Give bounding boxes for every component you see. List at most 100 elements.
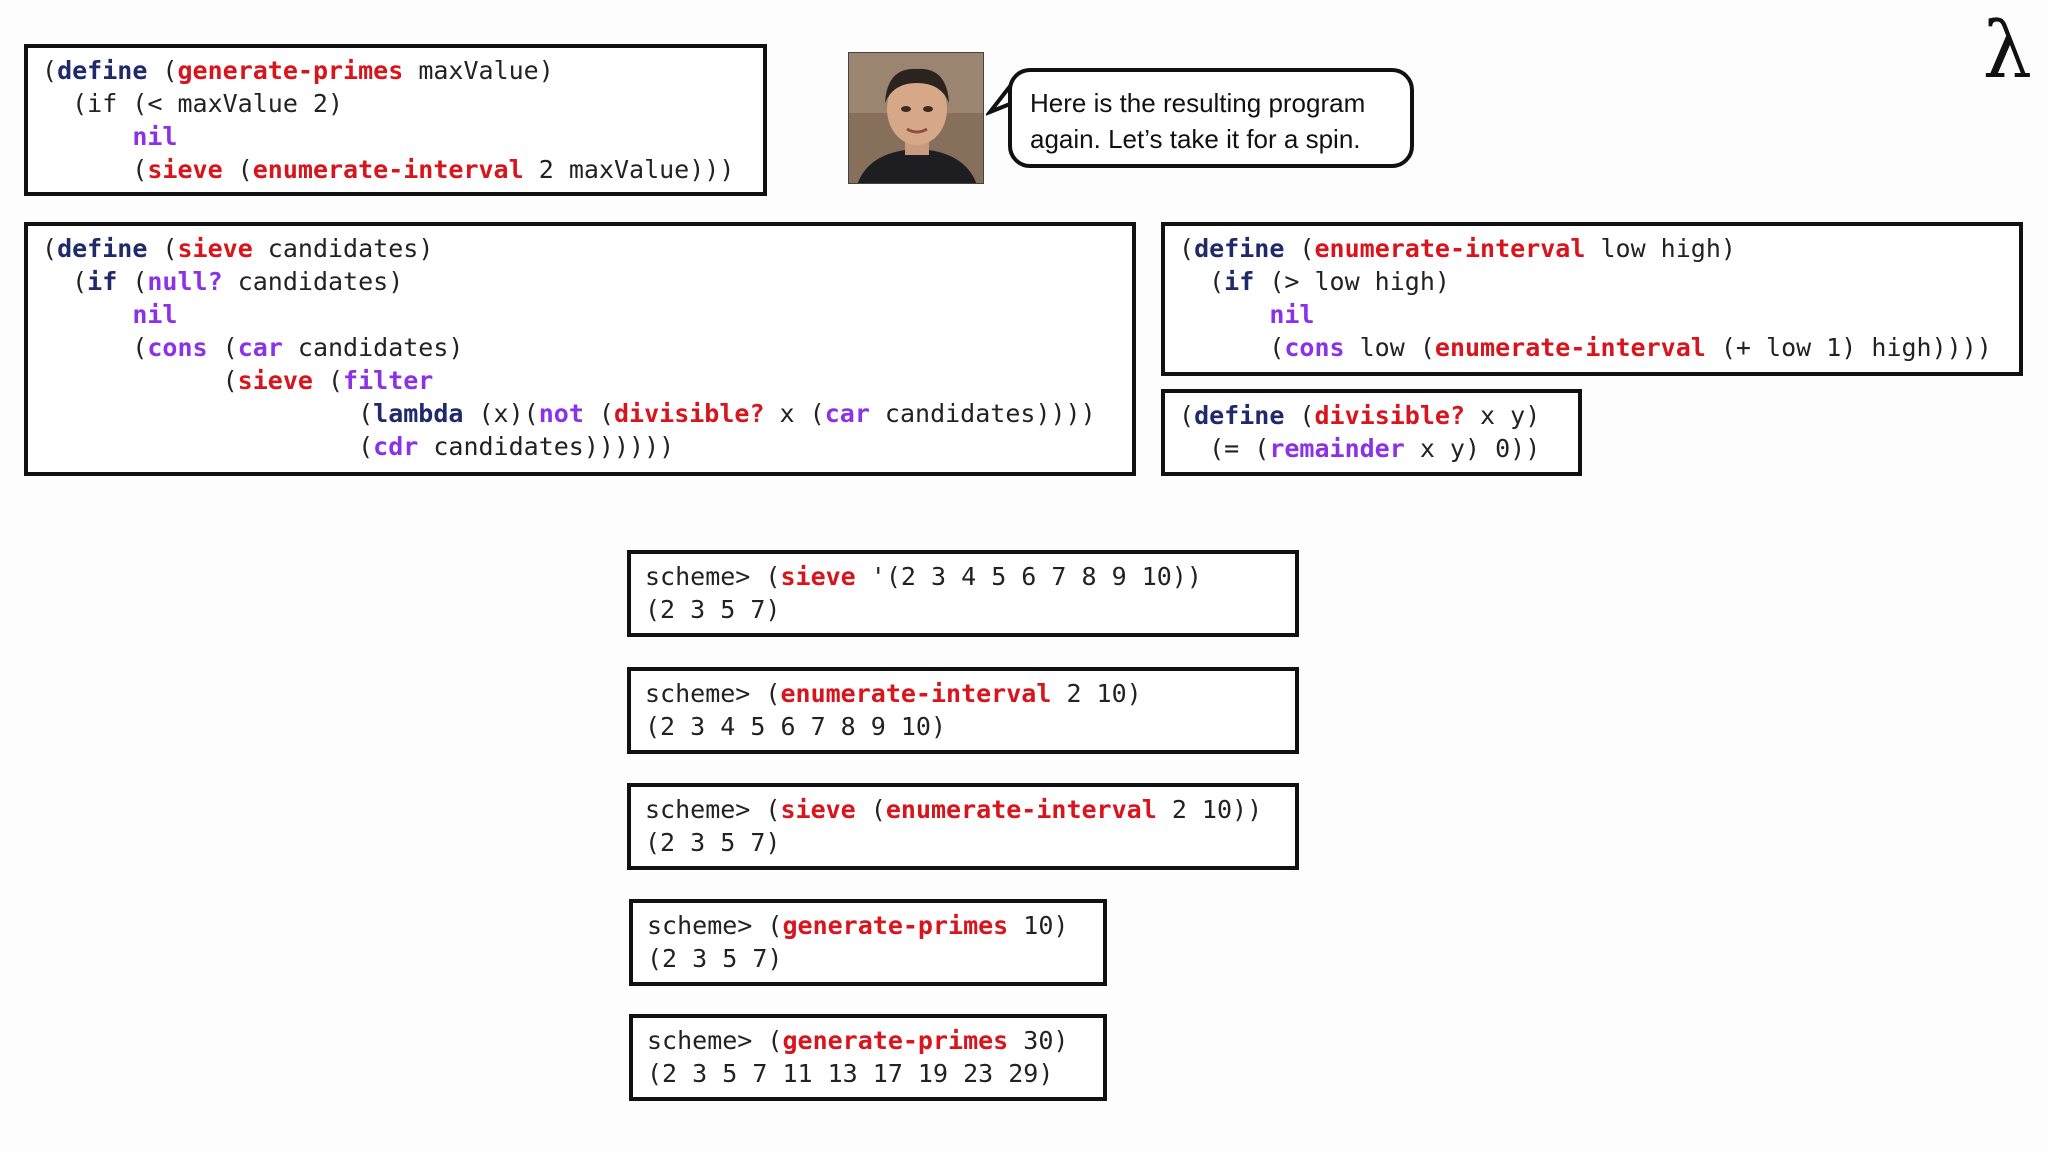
keyword-token: lambda bbox=[373, 399, 464, 428]
primitive-token: car bbox=[237, 333, 283, 362]
lambda-logo: λ bbox=[1982, 6, 2032, 96]
code-text: (2 3 5 7) bbox=[645, 828, 781, 857]
code-text: scheme> ( bbox=[645, 562, 781, 591]
function-name-token: sieve bbox=[780, 562, 856, 591]
repl-box-2: scheme> (enumerate-interval 2 10) (2 3 4… bbox=[627, 667, 1299, 754]
primitive-token: cdr bbox=[373, 432, 419, 461]
code-line: (sieve (filter bbox=[42, 366, 434, 395]
code-text: ( bbox=[583, 399, 614, 428]
code-line: (define (enumerate-interval low high) bbox=[1179, 234, 1736, 263]
code-line: (define (generate-primes maxValue) bbox=[42, 56, 554, 85]
code-text: candidates)))) bbox=[869, 399, 1096, 428]
code-text: scheme> ( bbox=[645, 679, 781, 708]
presenter-avatar bbox=[848, 52, 984, 184]
code-line: nil bbox=[42, 300, 177, 329]
function-name-token: divisible? bbox=[613, 399, 765, 428]
code-text: (= ( bbox=[1179, 434, 1270, 463]
code-text: ( bbox=[42, 155, 148, 184]
code-box-sieve: (define (sieve candidates) (if (null? ca… bbox=[24, 222, 1136, 476]
function-name-token: enumerate-interval bbox=[885, 795, 1157, 824]
speech-bubble: Here is the resulting program again. Let… bbox=[1008, 68, 1414, 168]
code-text: (+ low 1) high)))) bbox=[1705, 333, 1992, 362]
function-name-token: enumerate-interval bbox=[252, 155, 524, 184]
repl-session-1: scheme> (sieve '(2 3 4 5 6 7 8 9 10)) (2… bbox=[645, 560, 1281, 626]
code-box-generate-primes: (define (generate-primes maxValue) (if (… bbox=[24, 44, 767, 196]
code-text: ( bbox=[1179, 333, 1285, 362]
code-text: (2 3 5 7 11 13 17 19 23 29) bbox=[647, 1059, 1054, 1088]
code-text: candidates)))))) bbox=[418, 432, 675, 461]
repl-box-3: scheme> (sieve (enumerate-interval 2 10)… bbox=[627, 783, 1299, 870]
code-line: (2 3 5 7) bbox=[645, 595, 780, 624]
primitive-token: null? bbox=[147, 267, 223, 296]
code-text: candidates) bbox=[252, 234, 434, 263]
keyword-token: if bbox=[87, 267, 118, 296]
repl-session-2: scheme> (enumerate-interval 2 10) (2 3 4… bbox=[645, 677, 1281, 743]
code-line: (= (remainder x y) 0)) bbox=[1179, 434, 1540, 463]
code-text: 10) bbox=[1008, 911, 1069, 940]
code-line: (cdr candidates)))))) bbox=[42, 432, 674, 461]
function-name-token: sieve bbox=[177, 234, 253, 263]
code-text: ( bbox=[42, 56, 58, 85]
code-text: x y) 0)) bbox=[1404, 434, 1541, 463]
code-text: x y) bbox=[1465, 401, 1541, 430]
code-text: ( bbox=[147, 234, 178, 263]
primitive-token: nil bbox=[132, 122, 178, 151]
code-line: scheme> (generate-primes 10) bbox=[647, 911, 1068, 940]
code-generate-primes: (define (generate-primes maxValue) (if (… bbox=[42, 54, 749, 186]
primitive-token: car bbox=[824, 399, 870, 428]
function-name-token: sieve bbox=[780, 795, 856, 824]
function-name-token: enumerate-interval bbox=[780, 679, 1052, 708]
code-text bbox=[42, 300, 132, 329]
code-text: ( bbox=[855, 795, 886, 824]
code-line: (2 3 5 7 11 13 17 19 23 29) bbox=[647, 1059, 1053, 1088]
code-line: (if (< maxValue 2) bbox=[42, 89, 343, 118]
keyword-token: define bbox=[1194, 234, 1285, 263]
code-text: low ( bbox=[1344, 333, 1435, 362]
code-text: (> low high) bbox=[1254, 267, 1450, 296]
code-text: scheme> ( bbox=[645, 795, 781, 824]
repl-box-5: scheme> (generate-primes 30) (2 3 5 7 11… bbox=[629, 1014, 1107, 1101]
primitive-token: nil bbox=[132, 300, 178, 329]
code-text: 2 maxValue))) bbox=[523, 155, 735, 184]
function-name-token: enumerate-interval bbox=[1314, 234, 1586, 263]
code-text: '(2 3 4 5 6 7 8 9 10)) bbox=[855, 562, 1202, 591]
code-text: 2 10)) bbox=[1156, 795, 1263, 824]
code-line: (cons low (enumerate-interval (+ low 1) … bbox=[1179, 333, 1992, 362]
code-text: ( bbox=[147, 56, 178, 85]
repl-box-1: scheme> (sieve '(2 3 4 5 6 7 8 9 10)) (2… bbox=[627, 550, 1299, 637]
primitive-token: cons bbox=[147, 333, 208, 362]
keyword-token: if bbox=[1224, 267, 1255, 296]
code-text: ( bbox=[1284, 234, 1315, 263]
function-name-token: generate-primes bbox=[782, 911, 1009, 940]
code-line: (if (null? candidates) bbox=[42, 267, 403, 296]
code-text: (if (< maxValue 2) bbox=[42, 89, 344, 118]
code-text: ( bbox=[1179, 401, 1195, 430]
code-box-enumerate-interval: (define (enumerate-interval low high) ( i… bbox=[1161, 222, 2023, 376]
code-text: ( bbox=[42, 399, 374, 428]
code-line: (sieve (enumerate-interval 2 maxValue))) bbox=[42, 155, 734, 184]
code-text bbox=[1179, 300, 1269, 329]
function-name-token: divisible? bbox=[1314, 401, 1465, 430]
function-name-token: sieve bbox=[147, 155, 223, 184]
code-text: (2 3 5 7) bbox=[645, 595, 781, 624]
code-text: ( bbox=[42, 366, 238, 395]
code-line: (define (sieve candidates) bbox=[42, 234, 433, 263]
code-text: (x)( bbox=[463, 399, 539, 428]
code-text bbox=[42, 122, 132, 151]
primitive-token: remainder bbox=[1269, 434, 1405, 463]
code-text: ( bbox=[42, 333, 148, 362]
code-text: 30) bbox=[1008, 1026, 1069, 1055]
code-text: ( bbox=[312, 366, 344, 395]
code-text: candidates) bbox=[282, 333, 464, 362]
code-line: nil bbox=[42, 122, 177, 151]
code-text: (2 3 4 5 6 7 8 9 10) bbox=[645, 712, 947, 741]
presenter-photo bbox=[849, 53, 983, 183]
function-name-token: generate-primes bbox=[177, 56, 404, 85]
code-text: scheme> ( bbox=[647, 1026, 783, 1055]
code-text: x ( bbox=[764, 399, 825, 428]
code-text: ( bbox=[207, 333, 238, 362]
code-line: (lambda (x)(not (divisible? x (car candi… bbox=[42, 399, 1096, 428]
code-line: (2 3 5 7) bbox=[647, 944, 782, 973]
code-text: ( bbox=[42, 267, 88, 296]
code-divisible: (define (divisible? x y) (= (remainder x… bbox=[1179, 399, 1564, 465]
